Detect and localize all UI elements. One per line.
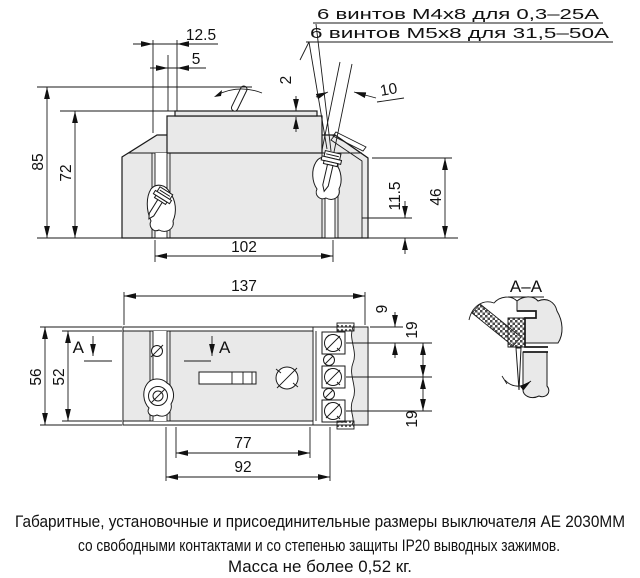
section-rotate-arrow [504, 379, 532, 391]
dim-row-pitch-top: 19 [404, 321, 426, 377]
broken-wire-area [350, 326, 369, 426]
dim-outer-span: 92 [165, 427, 331, 481]
dim-102-label: 102 [231, 239, 257, 256]
section-torn-edge [468, 296, 518, 321]
screw-note-line1: 6 винтов М4х8 для 0,3–25А [317, 6, 599, 23]
section-block-hatched [507, 317, 526, 348]
dim-85-label: 85 [30, 153, 47, 170]
dim-9-label: 9 [374, 305, 391, 314]
dim-137-label: 137 [231, 278, 257, 295]
dim-56-label: 56 [28, 368, 45, 385]
dim-cover-step: 2 [278, 76, 299, 132]
section-label-left: А [73, 338, 85, 357]
terminal-cover-flap [332, 131, 367, 152]
right-terminal-screw [320, 149, 343, 193]
plan-channel-lines [149, 327, 317, 425]
dim-92-label: 92 [234, 459, 251, 476]
dim-row-offset: 9 [346, 305, 432, 412]
section-title: А–А [510, 277, 543, 296]
dim-base-width: 102 [154, 239, 334, 262]
dim-overall-width: 137 [123, 278, 366, 325]
caption-line3: Масса не более 0,52 кг. [228, 557, 412, 576]
dim-77-label: 77 [234, 435, 251, 452]
caption: Габаритные, установочные и присоединител… [15, 512, 625, 576]
dim-10-label: 10 [379, 80, 399, 100]
dim-46-label: 46 [428, 188, 445, 205]
screw-note-line2: 6 винтов М5х8 для 31,5–50А [310, 25, 609, 42]
dim-total-height: 85 [30, 86, 252, 238]
section-lever [515, 347, 522, 391]
mounting-screw [150, 344, 164, 358]
dim-row-pitch-bottom: 19 [404, 377, 426, 428]
dim-top-offset: 12.5 [133, 27, 218, 133]
dim-11-5-label: 11.5 [387, 181, 404, 210]
top-view: А А 137 [28, 278, 432, 481]
dim-72-label: 72 [58, 164, 75, 181]
dim-overall-depth: 56 [28, 326, 122, 426]
breaker-cover [166, 115, 323, 154]
dim-terminal-step: 11.5 [362, 181, 412, 254]
section-detail: А–А [468, 277, 563, 399]
caption-line2: со свободными контактами и со степенью з… [78, 536, 560, 555]
side-view: 85 72 12.5 5 2 [30, 6, 613, 262]
dim-52-label: 52 [51, 368, 68, 385]
plan-left-terminal [143, 378, 175, 417]
toggle-handle [230, 85, 248, 112]
dim-body-height: 72 [58, 110, 176, 238]
dim-mount-span: 77 [175, 427, 311, 458]
caption-line1: Габаритные, установочные и присоединител… [15, 512, 625, 531]
dim-12-5-label: 12.5 [186, 27, 216, 44]
section-mark-left: А [73, 336, 112, 362]
dim-inner-depth: 52 [51, 330, 122, 422]
section-body-upper [516, 296, 563, 344]
cover-top-plate [174, 110, 318, 117]
screw-note: 6 винтов М4х8 для 0,3–25А 6 винтов М5х8 … [299, 6, 613, 152]
dim-19-bottom-label: 19 [404, 410, 421, 427]
dim-2-label: 2 [278, 76, 295, 85]
section-label-mid: А [219, 338, 231, 357]
adjustment-dial [275, 366, 299, 390]
section-profile [517, 310, 548, 353]
arc-arrowhead [214, 90, 222, 97]
handle-slot [198, 371, 257, 385]
dim-19-top-label: 19 [404, 321, 421, 338]
dim-terminal-height: 46 [372, 157, 452, 238]
terminal-block [321, 322, 355, 430]
dim-top-offset-small: 5 [150, 51, 206, 111]
left-terminal-screw [148, 186, 174, 220]
section-body-lower [522, 351, 550, 399]
section-mark-mid: А [184, 336, 231, 362]
dim-5-label: 5 [192, 51, 201, 68]
